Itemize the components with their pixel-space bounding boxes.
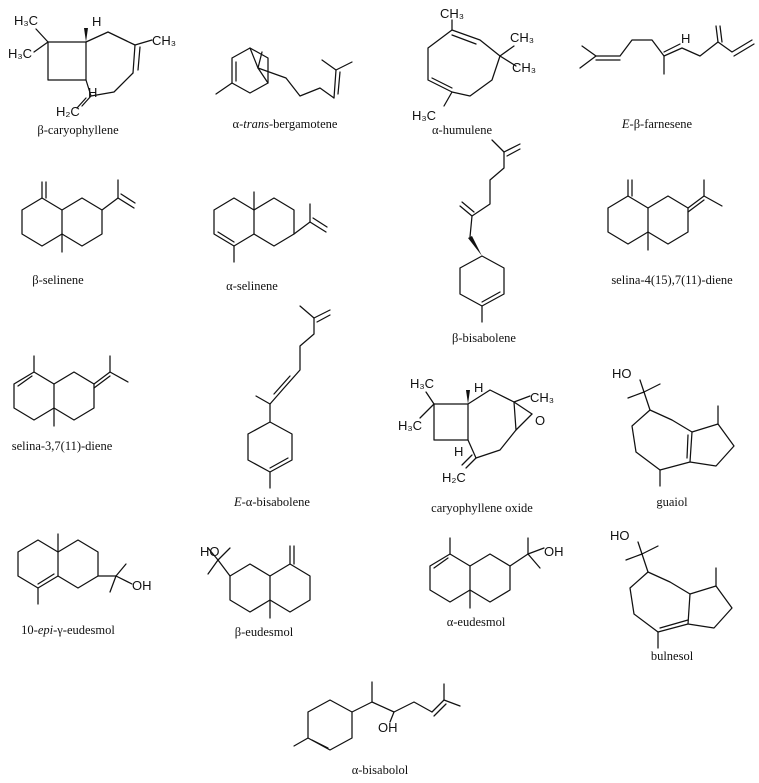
structure-a-eudesmol: OH α-eudesmol: [429, 537, 564, 629]
atom-h3c: H₃C: [14, 13, 38, 28]
compound-name: E-β-farnesene: [621, 117, 693, 131]
atom-h: H: [474, 380, 483, 395]
structure-selina-3-7-11-diene: selina-3,7(11)-diene: [12, 355, 129, 453]
compound-name: α-trans-bergamotene: [233, 117, 338, 131]
structure-caryophyllene-oxide: H₃C H₃C CH₃ O H H H₂C caryophyllene oxid…: [398, 376, 554, 515]
compound-name: selina-3,7(11)-diene: [12, 439, 113, 453]
compound-name: β-bisabolene: [452, 331, 516, 345]
atom-ch3: CH₃: [512, 60, 536, 75]
atom-oh: OH: [132, 578, 152, 593]
atom-ch3: CH₃: [530, 390, 554, 405]
compound-name: selina-4(15),7(11)-diene: [611, 273, 733, 287]
atom-h: H: [88, 85, 97, 100]
compound-name: α-selinene: [226, 279, 278, 293]
compound-name: β-eudesmol: [235, 625, 294, 639]
atom-h2c: H₂C: [442, 470, 466, 485]
structure-guaiol: HO guaiol: [612, 366, 735, 509]
atom-h3c: H₃C: [412, 108, 436, 123]
atom-h3c: H₃C: [398, 418, 422, 433]
atom-o: O: [535, 413, 545, 428]
structure-b-selinene: β-selinene: [21, 179, 136, 287]
structure-e-a-bisabolene: E-α-bisabolene: [233, 305, 331, 509]
structure-b-eudesmol: HO β-eudesmol: [200, 544, 311, 639]
atom-h3c: H₃C: [8, 46, 32, 61]
atom-ch3: CH₃: [440, 6, 464, 21]
compound-name: α-bisabolol: [352, 763, 409, 777]
compound-name: α-humulene: [432, 123, 492, 137]
compound-name: β-selinene: [32, 273, 84, 287]
atom-oh: OH: [378, 720, 398, 735]
atom-h: H: [92, 14, 101, 29]
atom-oh: OH: [544, 544, 564, 559]
structure-b-caryophyllene: H₃C H₃C CH₃ H H H₂C β-caryophyllene: [8, 13, 176, 137]
structure-bulnesol: HO bulnesol: [610, 528, 733, 663]
atom-h: H: [454, 444, 463, 459]
structure-b-bisabolene: β-bisabolene: [452, 139, 521, 345]
structure-a-trans-bergamotene: α-trans-bergamotene: [215, 47, 353, 131]
atom-h2c: H₂C: [56, 104, 80, 119]
structure-e-b-farnesene: H E-β-farnesene: [579, 25, 755, 131]
compound-name: 10-epi-γ-eudesmol: [21, 623, 115, 637]
structure-10-epi-g-eudesmol: OH 10-epi-γ-eudesmol: [17, 533, 152, 637]
structure-selina-4-15-7-11-diene: selina-4(15),7(11)-diene: [607, 179, 733, 287]
atom-ch3: CH₃: [152, 33, 176, 48]
atom-ch3: CH₃: [510, 30, 534, 45]
compound-name: α-eudesmol: [447, 615, 506, 629]
atom-h: H: [681, 31, 690, 46]
atom-h3c: H₃C: [410, 376, 434, 391]
structure-a-bisabolol: OH α-bisabolol: [293, 681, 461, 777]
compound-name: guaiol: [656, 495, 688, 509]
compound-name: caryophyllene oxide: [431, 501, 533, 515]
structure-a-humulene: CH₃ CH₃ CH₃ H₃C α-humulene: [412, 6, 536, 137]
atom-ho: HO: [612, 366, 632, 381]
atom-ho: HO: [610, 528, 630, 543]
compound-name: bulnesol: [651, 649, 694, 663]
compound-name: β-caryophyllene: [37, 123, 119, 137]
atom-ho: HO: [200, 544, 220, 559]
structure-a-selinene: α-selinene: [213, 191, 328, 293]
compound-name: E-α-bisabolene: [233, 495, 310, 509]
